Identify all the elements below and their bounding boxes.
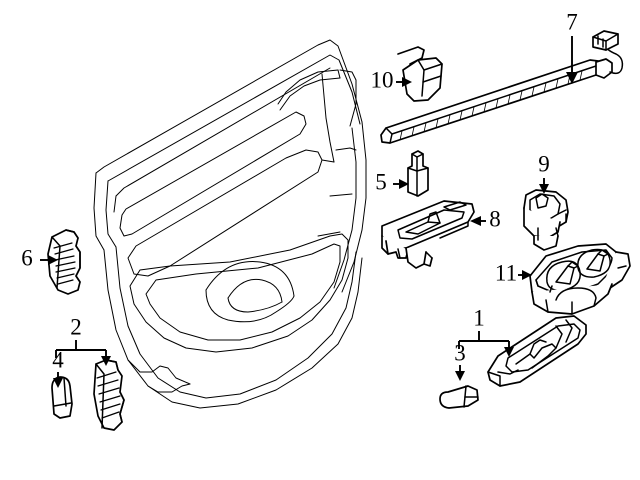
callout-label-8: 8 [489,206,501,231]
callout-label-5: 5 [375,169,387,194]
part-speaker-grille-angled [47,229,81,295]
part-led-light-strip-harness [380,30,624,144]
callout-labels: 1 2 3 4 5 6 7 8 9 10 11 [21,9,578,372]
callout-label-7: 7 [566,9,578,34]
part-lamp-bulb-horizontal [439,385,479,409]
callout-label-4: 4 [52,347,64,372]
callout-label-9: 9 [538,151,550,176]
callout-label-10: 10 [371,67,394,92]
callout-label-11: 11 [495,260,517,285]
part-dual-window-switch-assembly [529,243,631,315]
part-courtesy-lamp-assembly [487,315,587,387]
door-trim-panel [93,39,367,409]
part-door-lock-knob-clip [397,46,443,102]
part-single-window-switch [523,189,569,251]
part-window-switch-bezel [381,200,475,269]
callout-leaders [40,36,578,388]
callout-label-2: 2 [70,314,82,339]
callout-label-3: 3 [454,340,466,365]
part-door-trim-grille-vertical [93,359,125,431]
callout-label-6: 6 [21,245,33,270]
callout-label-1: 1 [473,305,485,330]
part-lamp-bulb-vertical [51,376,73,419]
part-retainer-pin [407,150,429,197]
